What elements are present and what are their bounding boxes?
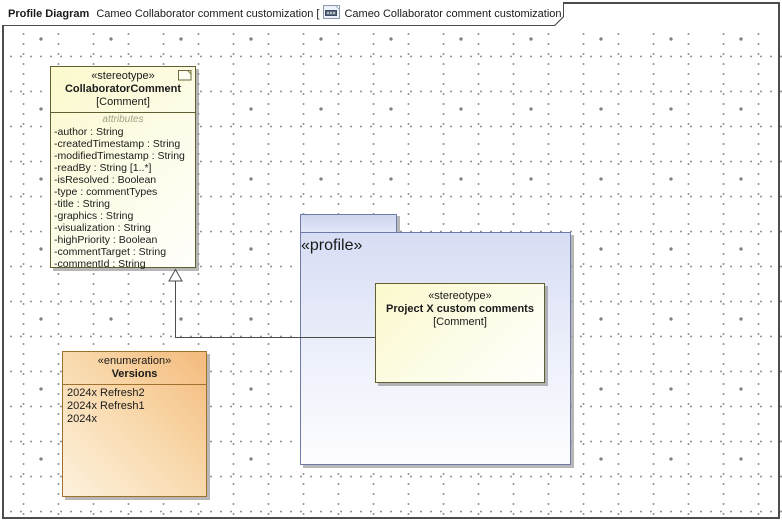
node-name: Project X custom comments bbox=[386, 303, 534, 315]
attributes-compartment-label: attributes bbox=[102, 114, 144, 125]
attribute-row[interactable]: -createdTimestamp : String bbox=[54, 138, 181, 150]
node-versions-enumeration[interactable]: «enumeration» Versions 2024x Refresh2 20… bbox=[62, 351, 207, 497]
node-metaclass: [Comment] bbox=[96, 96, 150, 108]
profile-package-tab[interactable] bbox=[300, 214, 397, 233]
compartment-divider bbox=[63, 384, 206, 385]
element-icon bbox=[178, 70, 192, 81]
attributes-list: -author : String -createdTimestamp : Str… bbox=[51, 126, 195, 270]
attribute-row[interactable]: -readBy : String [1..*] bbox=[54, 162, 152, 174]
attribute-row[interactable]: -isResolved : Boolean bbox=[54, 174, 157, 186]
attribute-row[interactable]: -author : String bbox=[54, 126, 124, 138]
diagram-header-tab[interactable]: Profile Diagram Cameo Collaborator comme… bbox=[2, 2, 564, 26]
diagram-context-label: Cameo Collaborator comment customization… bbox=[344, 7, 568, 20]
node-name: CollaboratorComment bbox=[64, 83, 182, 95]
attribute-row[interactable]: -commentTarget : String bbox=[54, 246, 167, 258]
attribute-row[interactable]: -modifiedTimestamp : String bbox=[54, 150, 185, 162]
attribute-row[interactable]: -graphics : String bbox=[54, 210, 134, 222]
node-collaborator-comment[interactable]: «stereotype» CollaboratorComment [Commen… bbox=[50, 66, 196, 270]
attribute-row[interactable]: -highPriority : Boolean bbox=[54, 234, 158, 246]
package-stereotype-keyword: «profile» bbox=[301, 237, 363, 254]
literal-list: 2024x Refresh2 2024x Refresh1 2024x bbox=[63, 385, 206, 426]
enum-literal[interactable]: 2024x Refresh1 bbox=[67, 400, 145, 412]
profile-diagram-icon bbox=[323, 5, 340, 22]
attribute-row[interactable]: -type : commentTypes bbox=[54, 186, 158, 198]
node-metaclass: [Comment] bbox=[433, 316, 487, 328]
node-project-x-custom-comments[interactable]: «stereotype» Project X custom comments [… bbox=[375, 283, 545, 383]
attribute-row[interactable]: -visualization : String bbox=[54, 222, 151, 234]
attribute-row[interactable]: -commentId : String bbox=[54, 258, 146, 270]
node-name: Versions bbox=[111, 368, 158, 380]
attribute-row[interactable]: -title : String bbox=[54, 198, 111, 210]
enum-literal[interactable]: 2024x bbox=[67, 413, 97, 425]
compartment-divider bbox=[51, 112, 195, 113]
enum-literal[interactable]: 2024x Refresh2 bbox=[67, 387, 145, 399]
node-stereotype-keyword: «stereotype» bbox=[428, 290, 492, 302]
diagram-name-label: Cameo Collaborator comment customization… bbox=[96, 7, 320, 20]
node-stereotype-keyword: «stereotype» bbox=[91, 70, 155, 82]
diagram-type-label: Profile Diagram bbox=[8, 7, 90, 20]
node-stereotype-keyword: «enumeration» bbox=[97, 355, 172, 367]
